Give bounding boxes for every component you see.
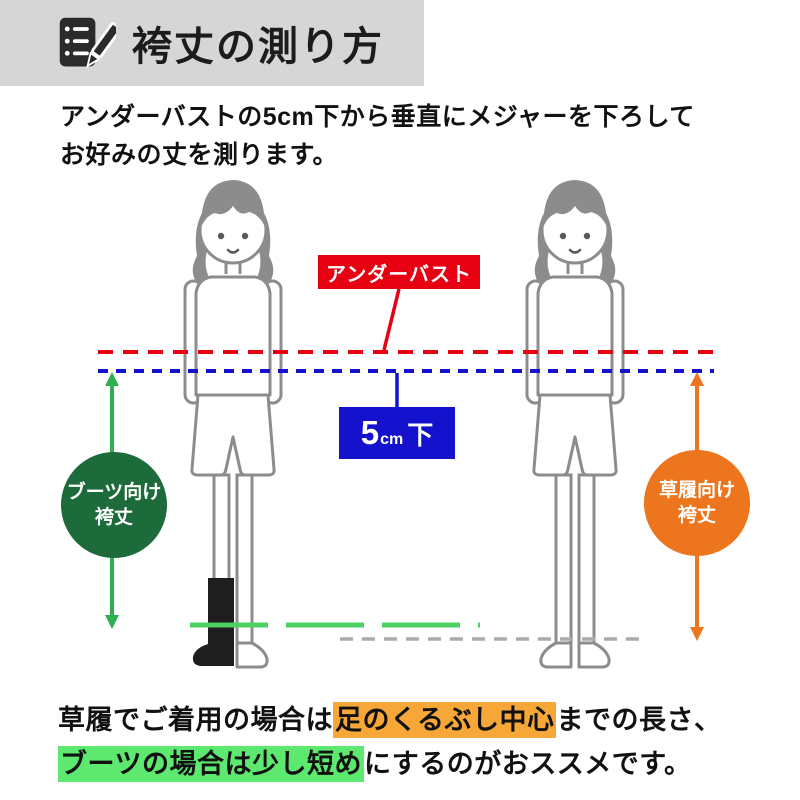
shorts — [190, 393, 276, 477]
below-5cm-label: 5 cm 下 — [339, 407, 455, 459]
memo-pencil-icon — [56, 13, 116, 73]
footer-highlight-ankle: 足のくるぶし中心 — [333, 702, 557, 738]
boots-badge-line1: ブーツ向け — [66, 482, 162, 503]
underbust-label: アンダーバスト — [318, 255, 480, 289]
figure-zori-woman — [500, 173, 650, 678]
underbust-label-text: アンダーバスト — [326, 263, 472, 286]
footer-seg5: にするのがおススメです。 — [363, 749, 692, 779]
boots-badge-line2: 袴丈 — [94, 507, 133, 528]
footer-note: 草履でご着用の場合は足のくるぶし中心までの長さ、 ブーツの場合は少し短めにするの… — [58, 698, 721, 786]
woman-zori-illustration — [525, 180, 625, 669]
right-shoe — [235, 641, 269, 669]
left-shoe — [539, 641, 573, 669]
boots-arrow-head-bottom — [105, 615, 119, 629]
hair-front — [200, 197, 266, 230]
torso — [536, 275, 614, 397]
zori-badge-line1: 草履向け — [658, 480, 735, 501]
zori-badge-line2: 袴丈 — [677, 505, 716, 526]
footer-seg3: までの長さ、 — [556, 705, 722, 735]
zori-arrow-head-bottom — [690, 627, 704, 641]
right-shoe — [577, 641, 611, 669]
intro-line2: お好みの丈を測ります。 — [60, 141, 339, 169]
figure-boots-woman — [158, 173, 308, 678]
footer-seg1: 草履でご着用の場合は — [58, 705, 333, 735]
zori-length-badge: 草履向け 袴丈 — [644, 450, 750, 556]
page-title: 袴丈の測り方 — [132, 25, 384, 69]
torso — [194, 275, 272, 397]
boot — [192, 578, 234, 666]
footer-highlight-boots: ブーツの場合は少し短め — [58, 746, 364, 782]
underbust-pointer — [382, 288, 401, 351]
intro-line1: アンダーバストの5cm下から垂直にメジャーを下ろして — [60, 103, 695, 131]
zori-arrow-head-top — [690, 372, 704, 386]
boots-arrow-head-top — [105, 372, 119, 386]
header-band: 袴丈の測り方 — [0, 0, 424, 86]
below-5cm-suffix: 下 — [407, 420, 434, 450]
below-5cm-number: 5 — [360, 414, 380, 451]
intro-text: アンダーバストの5cm下から垂直にメジャーを下ろして お好みの丈を測ります。 — [60, 98, 695, 174]
below-5cm-unit: cm — [380, 431, 404, 448]
woman-boots-illustration — [183, 180, 283, 669]
boots-length-badge: ブーツ向け 袴丈 — [61, 452, 167, 558]
shorts — [532, 393, 618, 477]
hair-front — [542, 197, 608, 230]
